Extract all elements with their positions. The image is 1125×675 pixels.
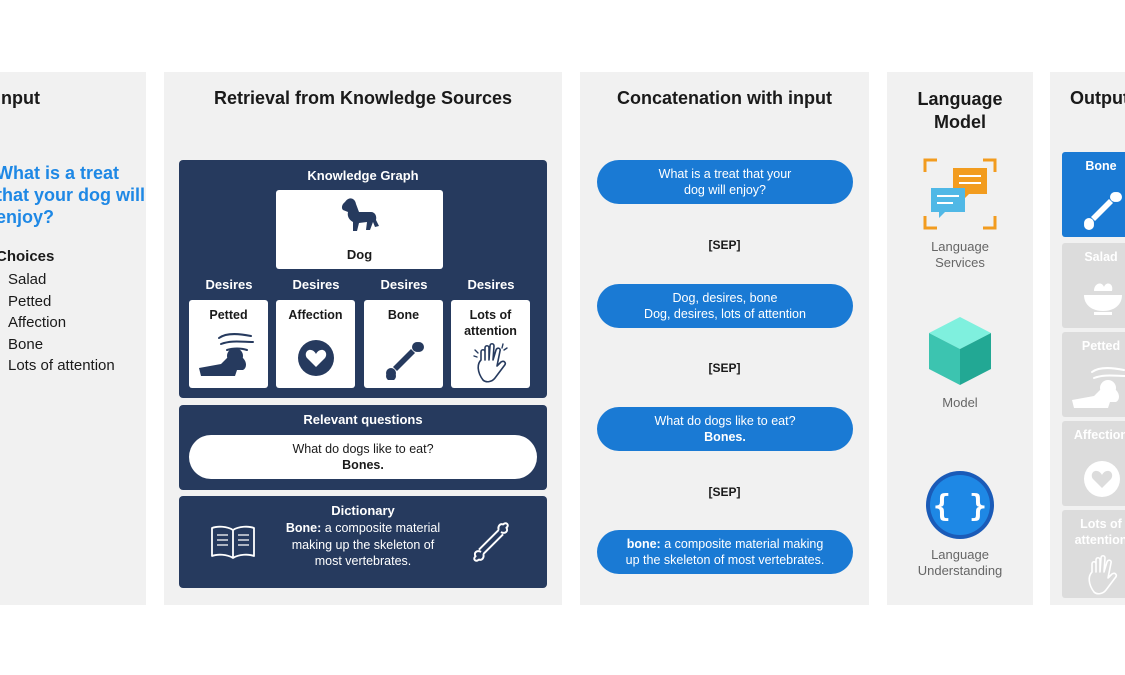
dictionary-term: Bone:: [285, 521, 322, 535]
retrieval-panel: Retrieval from Knowledge Sources Knowled…: [164, 72, 562, 605]
output-tile-affection: Affection: [1062, 421, 1125, 506]
input-panel: Input What is a treat that your dog will…: [0, 72, 146, 605]
output-tile-label: Petted: [1081, 339, 1121, 353]
language-services-icon: [923, 158, 997, 230]
dictionary-title: Dictionary: [331, 503, 395, 518]
choices-list: Salad Petted Affection Bone Lots of atte…: [8, 269, 115, 377]
dog-node: Dog: [276, 190, 443, 269]
relevant-answer-text: Bones.: [342, 458, 384, 472]
target-card-lots-of-attention: Lots of attention: [451, 300, 530, 388]
language-understanding-label: Language Understanding: [887, 547, 1033, 579]
component-label-line: Language: [931, 239, 989, 254]
target-label: Petted: [209, 308, 248, 322]
output-tile-label: Bone: [1085, 159, 1117, 173]
language-model-panel: Language Model Language Services Model {…: [887, 72, 1033, 605]
output-tile-bone-selected: Bone: [1062, 152, 1125, 237]
pill-line: bone: a composite material making: [597, 530, 853, 552]
pill-line: Dog, desires, lots of attention: [644, 307, 806, 321]
output-panel-title: Output: [1070, 88, 1125, 108]
target-label: Affection: [288, 308, 343, 322]
output-tile-label: Affection: [1073, 428, 1125, 442]
concat-pill-knowledge-graph: Dog, desires, bone Dog, desires, lots of…: [597, 284, 853, 328]
concat-pill-dictionary: bone: a composite material making up the…: [597, 530, 853, 574]
pill-line: dog will enjoy?: [684, 183, 766, 197]
waving-hand-icon: [473, 342, 508, 383]
knowledge-graph-box: Knowledge Graph Dog Desires Desires Desi…: [179, 160, 547, 398]
output-tile-petted: Petted: [1062, 332, 1125, 417]
waving-hand-icon: [1088, 554, 1118, 595]
concat-pill-question: What is a treat that your dog will enjoy…: [597, 160, 853, 204]
language-model-title: Language Model: [887, 88, 1033, 134]
target-card-bone: Bone: [364, 300, 443, 388]
output-panel: Output Bone Salad Petted Affection: [1050, 72, 1125, 605]
relevant-question-pill: What do dogs like to eat? Bones.: [189, 435, 537, 479]
heart-icon: [298, 340, 334, 376]
pill-line: What is a treat that your: [658, 167, 792, 181]
dog-icon: [341, 198, 379, 231]
concatenation-panel: Concatenation with input What is a treat…: [580, 72, 869, 605]
pill-line: up the skeleton of most vertebrates.: [625, 553, 825, 567]
separator-token: [SEP]: [708, 485, 741, 499]
retrieval-panel-title: Retrieval from Knowledge Sources: [213, 88, 513, 108]
knowledge-graph-title: Knowledge Graph: [307, 168, 419, 183]
bone-icon: [386, 342, 424, 380]
language-understanding-icon: { }: [926, 471, 994, 539]
relevant-questions-title: Relevant questions: [303, 412, 423, 427]
dictionary-definition-text: a composite material making up the skele…: [291, 521, 441, 568]
component-label-line: Understanding: [917, 563, 1003, 578]
pill-line: Bones.: [704, 430, 746, 444]
target-card-petted: Petted: [189, 300, 268, 388]
target-label: Lots of attention: [464, 308, 517, 338]
choice-item: Petted: [8, 292, 52, 310]
choices-title: Choices: [0, 248, 55, 265]
desires-label: Desires: [205, 277, 253, 292]
component-label-line: Language: [931, 547, 989, 562]
choice-item: Bone: [8, 335, 44, 353]
heart-icon: [1084, 461, 1120, 497]
salad-bowl-icon: [1084, 283, 1122, 315]
desires-label: Desires: [467, 277, 515, 292]
bone-outline-icon: [473, 522, 509, 562]
output-tile-salad: Salad: [1062, 243, 1125, 328]
input-question: What is a treat that your dog will enjoy…: [0, 163, 145, 227]
component-label-line: Services: [935, 255, 985, 270]
language-model-title-line: Model: [934, 112, 986, 132]
separator-token: [SEP]: [708, 238, 741, 252]
relevant-questions-box: Relevant questions What do dogs like to …: [179, 405, 547, 490]
target-card-affection: Affection: [276, 300, 355, 388]
pill-line-text: a composite material making: [664, 537, 824, 551]
concat-pill-relevant-question: What do dogs like to eat? Bones.: [597, 407, 853, 451]
choice-item: Lots of attention: [8, 357, 115, 374]
dog-node-label: Dog: [346, 247, 373, 262]
input-panel-title: Input: [0, 88, 40, 108]
svg-text:{ }: { }: [933, 489, 987, 524]
output-tile-label: Lots of attention: [1074, 517, 1125, 547]
petting-hand-icon: [199, 333, 254, 376]
model-cube-icon: [929, 317, 991, 385]
pill-line: What do dogs like to eat?: [654, 414, 796, 428]
pill-line: Dog, desires, bone: [672, 291, 778, 305]
bone-icon: [1084, 192, 1122, 230]
output-tile-lots-of-attention: Lots of attention: [1062, 510, 1125, 598]
open-book-icon: [211, 525, 255, 559]
model-label: Model: [942, 395, 978, 410]
dictionary-definition: Bone: a composite material making up the…: [279, 520, 447, 570]
relevant-question-text: What do dogs like to eat?: [292, 442, 434, 456]
petting-hand-icon: [1072, 367, 1125, 408]
desires-label: Desires: [292, 277, 340, 292]
choice-item: Affection: [8, 314, 67, 331]
language-services-label: Language Services: [887, 239, 1033, 271]
desires-label: Desires: [380, 277, 428, 292]
dictionary-box: Dictionary Bone: a composite material ma…: [179, 496, 547, 588]
output-tile-label: Salad: [1084, 250, 1118, 264]
separator-token: [SEP]: [708, 361, 741, 375]
pill-term: bone:: [626, 537, 661, 551]
concatenation-panel-title: Concatenation with input: [617, 88, 832, 108]
choice-item: Salad: [8, 271, 47, 288]
target-label: Bone: [387, 308, 420, 322]
language-model-title-line: Language: [917, 89, 1003, 109]
